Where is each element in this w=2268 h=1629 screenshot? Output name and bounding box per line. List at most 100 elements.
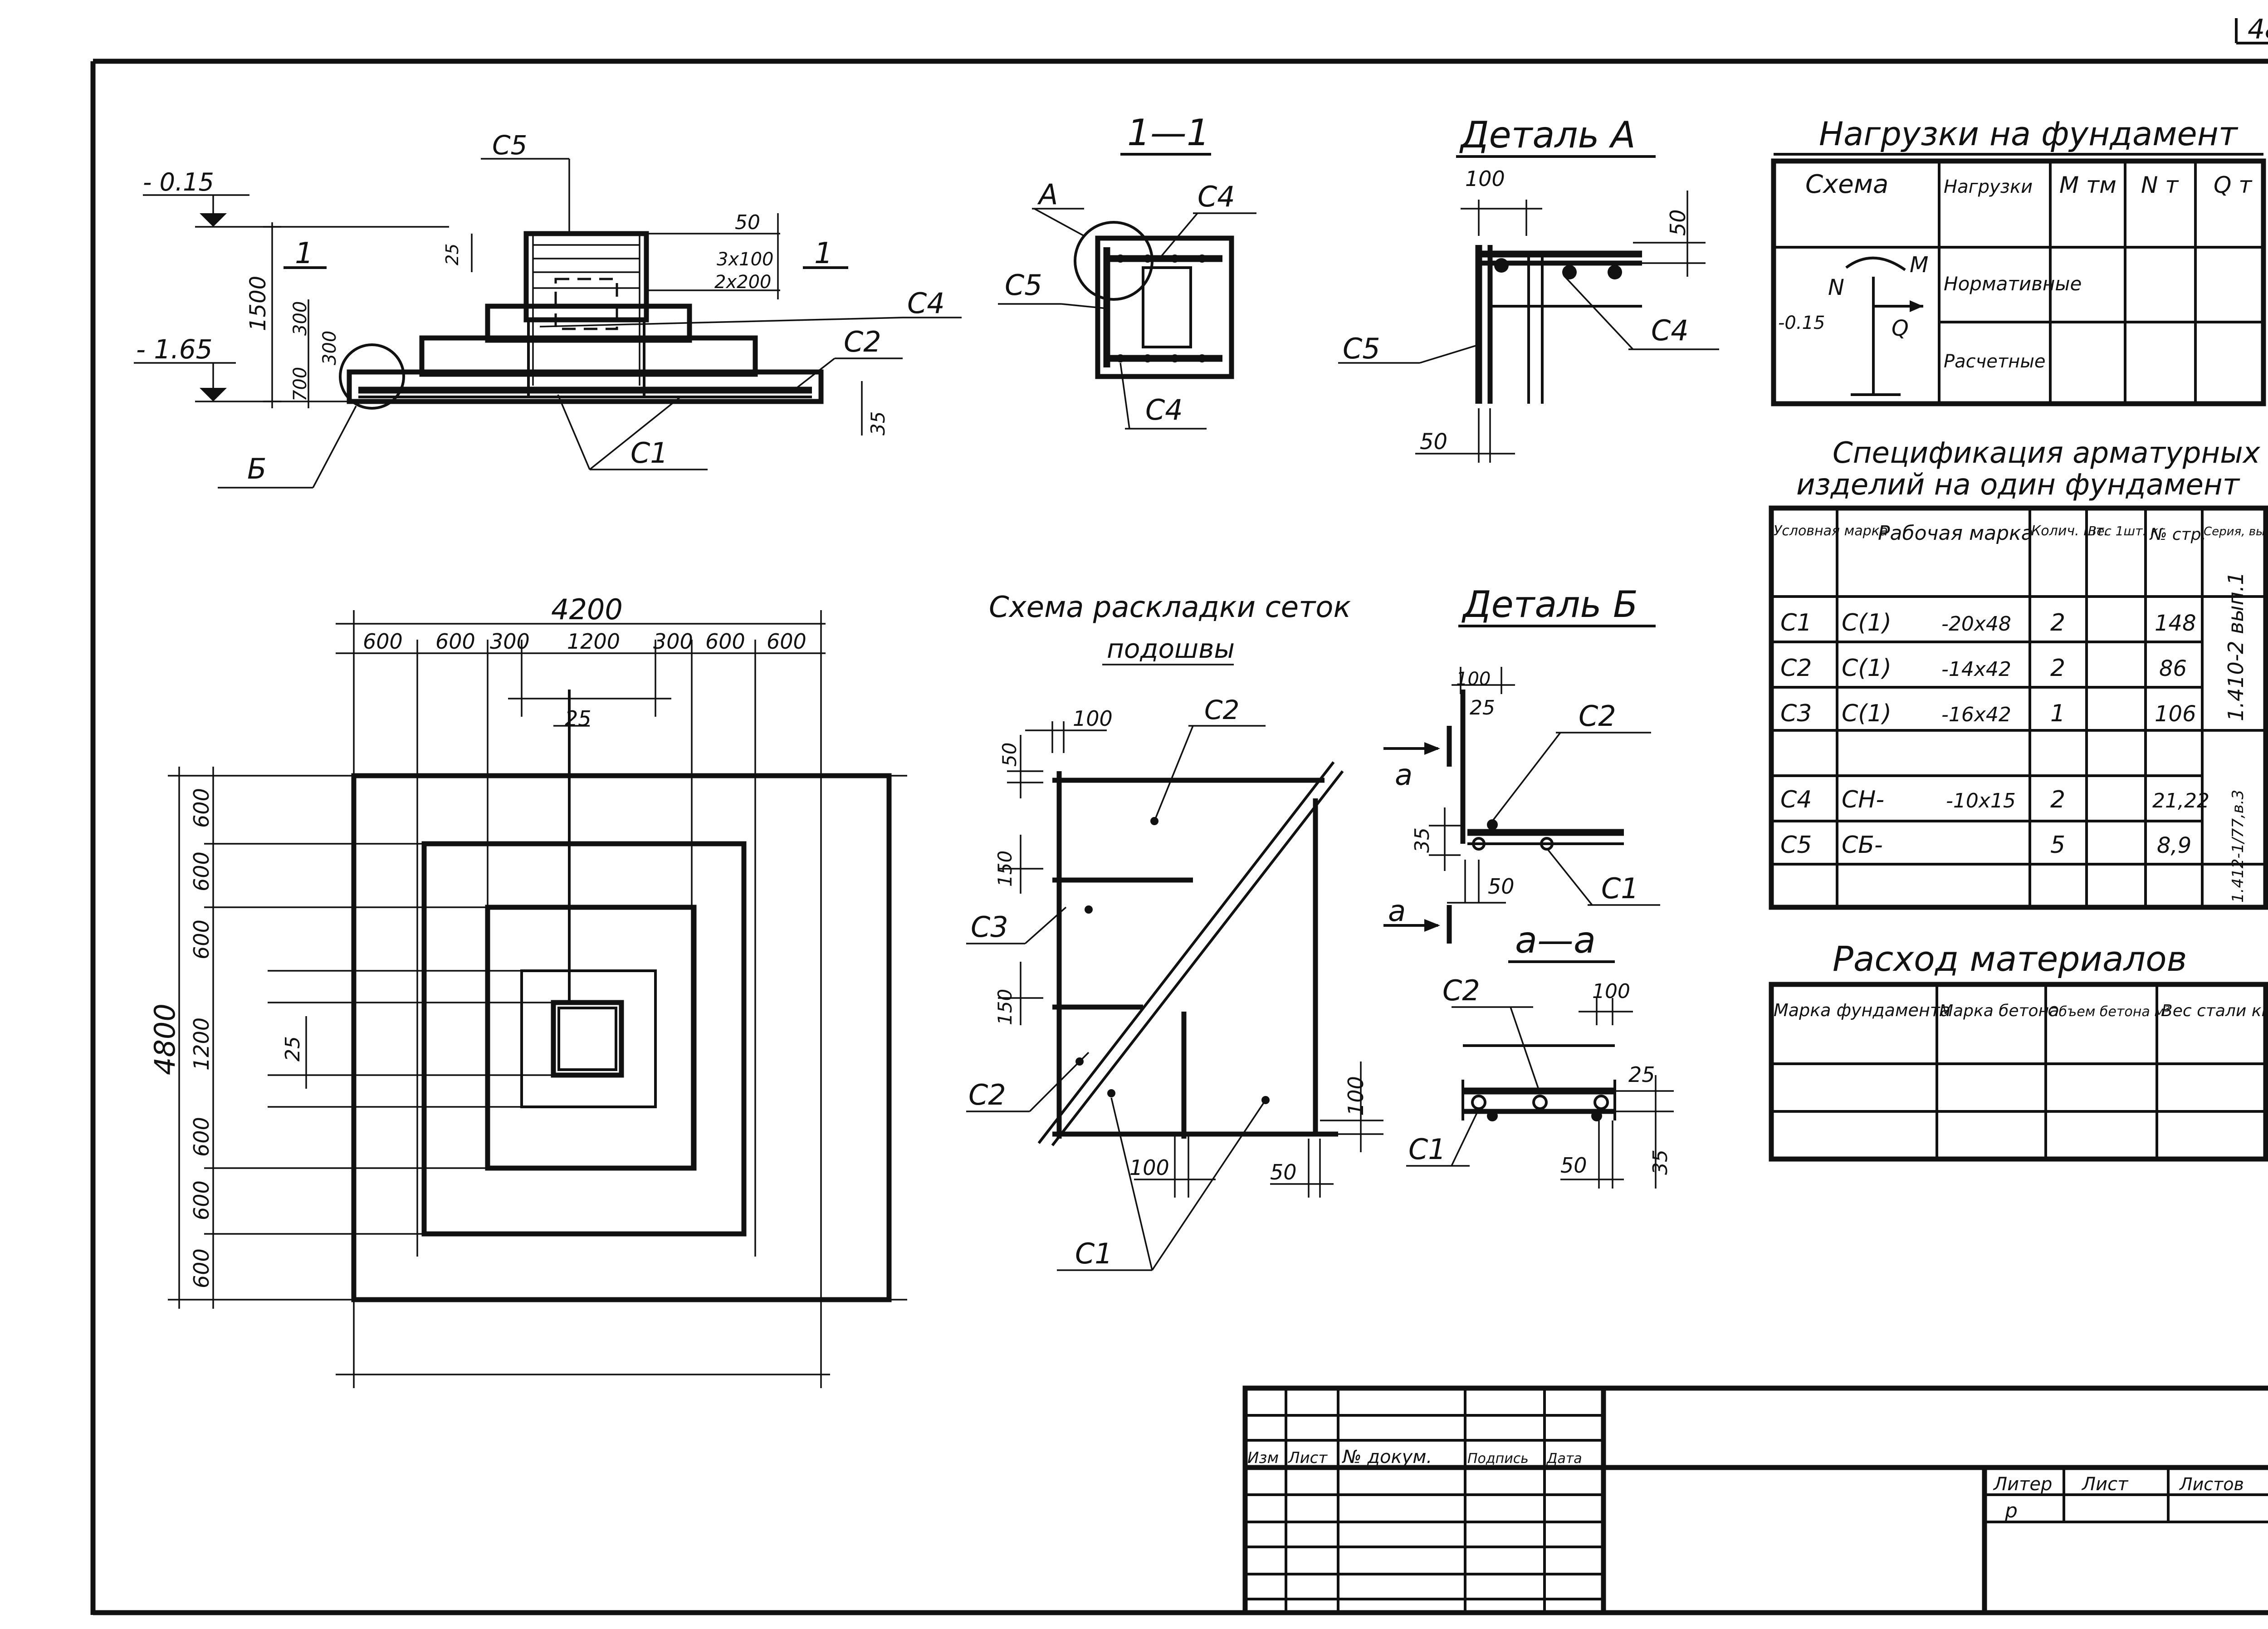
spec-row5-mark: С4 [1780, 786, 1812, 813]
title-col-doc: № докум. [1342, 1447, 1432, 1468]
detail-a-c4: С4 [1651, 314, 1689, 347]
spec-row3-page: 106 [2155, 701, 2196, 727]
plan-dim-25-top: 25 [565, 706, 591, 731]
title-info-sheets: Листов [2179, 1474, 2244, 1494]
title-info-liter: Литер [1993, 1474, 2052, 1495]
level-bottom: - 1.65 [136, 334, 213, 365]
section-11-c5: С5 [1005, 269, 1042, 302]
section-11-c4-bottom: С4 [1145, 393, 1183, 426]
foundation-plan: 4200 600 600 300 1200 300 600 600 25 480… [148, 593, 907, 1388]
detail-b: Деталь Б 100 25 С2 35 50 С1 а а [1383, 583, 1660, 944]
section-mark-c5: С5 [492, 130, 527, 161]
section-mark-c2: С2 [844, 325, 881, 358]
dim-300b: 300 [319, 331, 340, 365]
loads-header-scheme: Схема [1805, 170, 1888, 199]
title-col-izm: Изм [1247, 1449, 1279, 1467]
spec-series-2: 1.412-1/77,в.3 [2229, 790, 2247, 903]
detail-b-c1: С1 [1601, 872, 1639, 905]
spec-row5-qty: 2 [2050, 786, 2065, 813]
loads-row-normative: Нормативные [1944, 273, 2082, 295]
dim-2x200: 2x200 [714, 272, 771, 293]
dim-35: 35 [867, 411, 889, 435]
dim-25: 25 [442, 244, 462, 265]
loads-header-loads: Нагрузки [1944, 176, 2033, 197]
mesh-dim-150-b: 150 [994, 989, 1016, 1025]
detail-b-cut-a-bottom: а [1388, 895, 1406, 928]
spec-row5-work: СН- [1842, 786, 1884, 813]
mesh-title-line2: подошвы [1107, 633, 1235, 664]
loads-row-design: Расчетные [1944, 351, 2046, 372]
mesh-c1: С1 [1075, 1237, 1113, 1270]
spec-row6-qty: 5 [2050, 832, 2065, 859]
title-col-date: Дата [1546, 1451, 1582, 1467]
spec-row6-work: СБ- [1842, 832, 1883, 859]
spec-row3-work: С(1) [1842, 700, 1892, 727]
section-elevation: С5 - 0.15 - 1.65 1500 300 [134, 130, 962, 489]
materials-title: Расход материалов [1833, 939, 2187, 979]
spec-row1-size: -20x48 [1941, 612, 2011, 636]
title-col-sign: Подпись [1467, 1451, 1529, 1467]
detail-b-dim-100: 100 [1456, 669, 1491, 690]
plan-top-dim-6: 600 [705, 629, 745, 654]
mesh-dim-50-top: 50 [998, 743, 1021, 767]
spec-row2-qty: 2 [2050, 655, 2065, 682]
cut-left: 1 [295, 237, 313, 270]
spec-row1-work: С(1) [1842, 609, 1892, 636]
plan-overall-height: 4800 [148, 1003, 181, 1075]
plan-top-dim-7: 600 [767, 629, 807, 654]
section-aa-title: а—а [1515, 919, 1596, 961]
section-1-1: 1—1 А С4 С5 С4 [998, 112, 1256, 430]
materials-header-volume: Объем бетона м³ [2048, 1004, 2170, 1020]
loads-scheme-q: Q [1892, 316, 1909, 341]
detail-b-c2: С2 [1579, 700, 1616, 733]
mesh-dim-100-top: 100 [1073, 706, 1113, 731]
materials-header-concrete: Марка бетона [1939, 1002, 2059, 1020]
detail-a-c5: С5 [1343, 332, 1380, 365]
detail-b-dim-35: 35 [1411, 827, 1434, 853]
section-mark-c1: С1 [631, 436, 668, 470]
spec-row3-qty: 1 [2050, 700, 2065, 727]
spec-header-mark: Условная марка [1774, 523, 1888, 539]
dim-3x100: 3x100 [717, 249, 773, 270]
spec-row1-page: 148 [2155, 611, 2196, 636]
spec-series-1: 1.410-2 вып.1 [2224, 572, 2248, 721]
spec-row1-mark: С1 [1780, 609, 1812, 636]
section-aa-dim-35: 35 [1649, 1150, 1672, 1175]
section-aa-dim-100: 100 [1592, 980, 1630, 1003]
materials-table: Расход материалов Марка фундамента Марка… [1769, 939, 2268, 1162]
spec-row2-size: -14x42 [1941, 658, 2011, 681]
title-block: Изм Лист № докум. Подпись Дата Литер Лис… [1242, 1385, 2268, 1615]
dim-height: 1500 [245, 276, 271, 331]
spec-header-page: № стр. [2149, 525, 2206, 544]
section-aa-c1: С1 [1408, 1133, 1446, 1166]
dim-50: 50 [735, 211, 760, 234]
spec-row6-mark: С5 [1780, 832, 1812, 859]
detail-a-dim-50-right: 50 [1666, 209, 1690, 236]
materials-header-steel: Вес стали кг [2161, 1002, 2268, 1020]
title-info-sheet: Лист [2081, 1474, 2129, 1495]
loads-scheme-n: N [1828, 275, 1844, 300]
title-col-list: Лист [1287, 1449, 1328, 1467]
spec-row5-page: 21,22 [2152, 789, 2209, 812]
loads-title: Нагрузки на фундамент [1819, 115, 2239, 153]
plan-left-dim-2: 600 [189, 851, 214, 891]
cut-right: 1 [814, 237, 833, 270]
mesh-dim-100-bottom: 100 [1129, 1155, 1169, 1180]
spec-header-series: Серия, выпуск [2204, 525, 2268, 538]
spec-header-work: Рабочая марка [1878, 522, 2033, 545]
materials-header-mark: Марка фундамента [1774, 1000, 1950, 1020]
sheet-number: 48 [2248, 14, 2268, 45]
detail-b-title: Деталь Б [1461, 583, 1638, 626]
plan-left-dim-7: 600 [189, 1248, 214, 1288]
plan-left-dim-5: 600 [189, 1117, 214, 1157]
detail-a-dim-100: 100 [1465, 166, 1505, 191]
spec-row2-page: 86 [2159, 656, 2187, 681]
plan-left-dim-6: 600 [189, 1180, 214, 1220]
plan-dim-25-left: 25 [281, 1036, 304, 1062]
section-mark-c4: С4 [907, 287, 945, 320]
plan-left-dim-3: 600 [189, 920, 214, 959]
plan-overall-width: 4200 [551, 593, 623, 626]
mesh-dim-50-bottom: 50 [1270, 1160, 1297, 1184]
callout-b: Б [247, 452, 267, 485]
